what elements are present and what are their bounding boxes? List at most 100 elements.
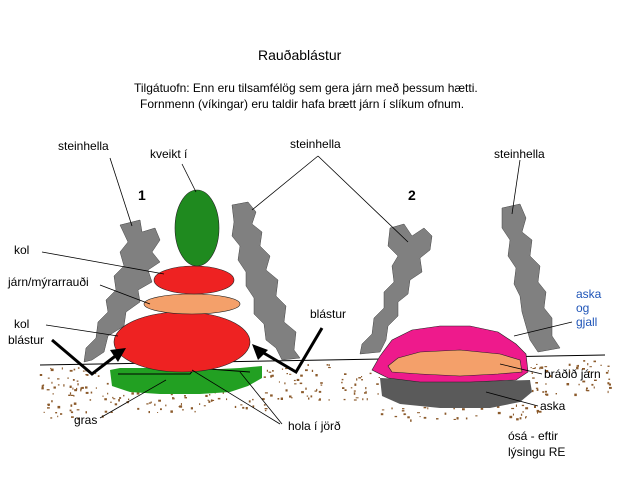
label-blastur-left: blástur bbox=[8, 333, 44, 347]
soil-speck bbox=[41, 385, 44, 388]
soil-speck bbox=[585, 389, 587, 391]
blast-arrow-left bbox=[51, 338, 126, 376]
soil-speck bbox=[607, 365, 610, 367]
soil-speck bbox=[208, 400, 211, 403]
soil-speck bbox=[591, 383, 594, 386]
soil-speck bbox=[76, 409, 80, 411]
soil-speck bbox=[542, 391, 545, 393]
molten-iron bbox=[387, 349, 523, 377]
label-gras: gras bbox=[74, 413, 97, 427]
soil-speck bbox=[522, 411, 524, 413]
soil-speck bbox=[76, 387, 78, 391]
stone-slab-left-1 bbox=[83, 219, 161, 363]
soil-speck bbox=[586, 389, 590, 392]
soil-speck bbox=[148, 411, 150, 414]
soil-speck bbox=[70, 404, 73, 407]
soil-speck bbox=[73, 395, 75, 397]
soil-speck bbox=[205, 394, 208, 397]
soil-speck bbox=[72, 387, 74, 390]
soil-speck bbox=[521, 404, 525, 407]
soil-speck bbox=[589, 366, 592, 368]
soil-speck bbox=[539, 367, 541, 370]
soil-speck bbox=[207, 399, 209, 401]
soil-speck bbox=[112, 396, 114, 399]
soil-speck bbox=[271, 374, 274, 377]
stone-slab-right-2 bbox=[501, 203, 561, 353]
soil-speck bbox=[67, 377, 69, 379]
soil-speck bbox=[263, 376, 266, 378]
label-aska-og-gjall-1: aska bbox=[576, 287, 602, 301]
soil-speck bbox=[136, 392, 140, 395]
soil-speck bbox=[497, 411, 501, 415]
soil-speck bbox=[102, 395, 104, 397]
soil-speck bbox=[217, 397, 221, 400]
soil-speck bbox=[291, 397, 293, 399]
soil-speck bbox=[344, 389, 347, 391]
soil-speck bbox=[263, 404, 266, 406]
soil-speck bbox=[320, 382, 323, 384]
label-aska: aska bbox=[540, 399, 566, 413]
soil-speck bbox=[531, 372, 533, 374]
soil-speck bbox=[605, 371, 609, 374]
soil-speck bbox=[94, 373, 97, 375]
soil-speck bbox=[306, 395, 309, 397]
soil-speck bbox=[77, 367, 80, 369]
label-bradid-jarn: bráðið járn bbox=[544, 367, 601, 381]
stone-slab-right-1 bbox=[231, 201, 301, 361]
soil-speck bbox=[593, 386, 595, 389]
soil-speck bbox=[69, 369, 73, 372]
soil-speck bbox=[353, 390, 356, 392]
soil-speck bbox=[341, 378, 344, 381]
soil-speck bbox=[146, 403, 149, 405]
soil-speck bbox=[128, 398, 130, 401]
soil-speck bbox=[525, 416, 527, 419]
soil-speck bbox=[537, 411, 538, 414]
soil-speck bbox=[203, 405, 206, 407]
soil-speck bbox=[242, 406, 245, 409]
soil-speck bbox=[436, 418, 439, 420]
soil-speck bbox=[71, 416, 74, 418]
soil-speck bbox=[69, 409, 72, 412]
soil-speck bbox=[80, 388, 82, 392]
soil-speck bbox=[85, 374, 88, 376]
soil-speck bbox=[277, 398, 280, 400]
soil-speck bbox=[270, 375, 273, 378]
soil-speck bbox=[465, 417, 468, 420]
soil-speck bbox=[81, 386, 84, 389]
soil-speck bbox=[417, 412, 420, 414]
soil-speck bbox=[520, 413, 523, 416]
label-jarn-myrarraudi: járn/mýrarrauði bbox=[7, 275, 89, 289]
soil-speck bbox=[354, 383, 357, 386]
soil-speck bbox=[194, 410, 196, 413]
soil-speck bbox=[280, 397, 283, 400]
soil-speck bbox=[178, 406, 182, 408]
soil-speck bbox=[582, 368, 585, 370]
soil-speck bbox=[222, 392, 224, 394]
soil-speck bbox=[107, 392, 109, 395]
soil-speck bbox=[456, 417, 459, 420]
soil-speck bbox=[534, 405, 536, 408]
soil-speck bbox=[69, 392, 72, 395]
soil-speck bbox=[600, 364, 602, 366]
flame bbox=[174, 189, 220, 267]
subtitle-line-1: Tilgátuofn: Enn eru tilsamfélög sem gera… bbox=[134, 81, 478, 95]
soil-speck bbox=[119, 397, 122, 399]
soil-speck bbox=[377, 393, 379, 395]
soil-speck bbox=[69, 385, 72, 388]
soil-speck bbox=[509, 415, 513, 419]
soil-speck bbox=[607, 370, 609, 372]
soil-speck bbox=[51, 381, 53, 384]
soil-speck bbox=[316, 388, 318, 391]
soil-speck bbox=[512, 413, 514, 416]
soil-speck bbox=[519, 417, 522, 420]
soil-speck bbox=[344, 373, 347, 375]
soil-speck bbox=[588, 371, 590, 373]
ash-base bbox=[380, 378, 532, 408]
soil-speck bbox=[289, 373, 292, 375]
soil-speck bbox=[545, 393, 548, 396]
soil-speck bbox=[296, 378, 300, 381]
soil-speck bbox=[328, 364, 330, 367]
soil-speck bbox=[226, 398, 228, 401]
soil-speck bbox=[289, 395, 292, 398]
soil-speck bbox=[532, 377, 535, 379]
